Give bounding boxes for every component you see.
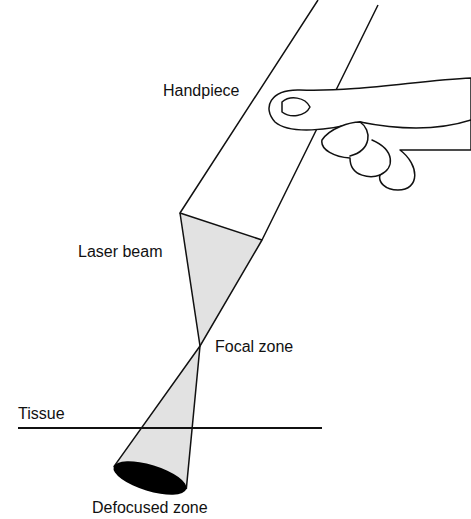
part-label: Focal zone — [215, 338, 293, 356]
fingers — [322, 120, 471, 190]
defocused-spot — [110, 454, 190, 501]
part-label: Defocused zone — [92, 499, 208, 517]
hand — [269, 78, 471, 190]
finger-crease — [350, 122, 368, 156]
beam-edge — [186, 240, 262, 489]
finger-crease — [372, 140, 390, 175]
part-label: Handpiece — [163, 82, 240, 100]
tissue-line — [18, 427, 322, 429]
thumb-nail — [282, 98, 310, 116]
part-label: Laser beam — [78, 243, 163, 261]
part-label: Tissue — [18, 405, 65, 423]
